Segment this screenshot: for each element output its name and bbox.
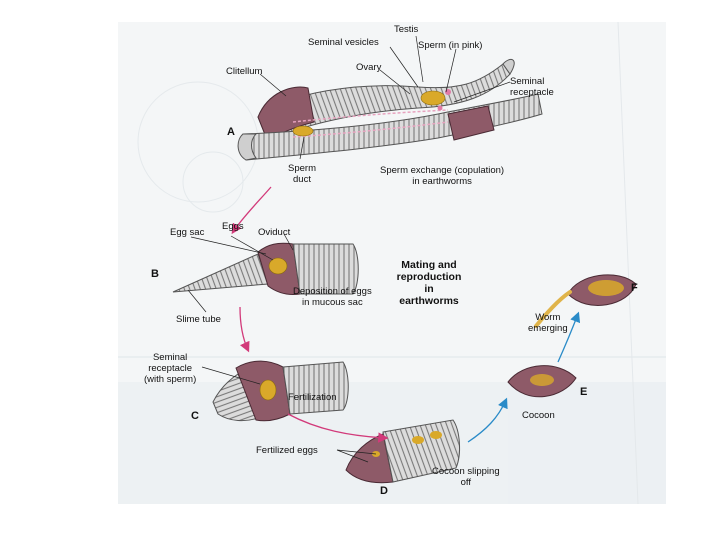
label-fertilization: Fertilization (288, 392, 337, 403)
panel-label-e: E (580, 386, 588, 398)
label-ovary: Ovary (356, 62, 382, 73)
label-clitellum: Clitellum (226, 66, 263, 77)
worm-a-lower (237, 89, 543, 161)
worm-b (172, 242, 359, 295)
label-seminal-receptacle-c: Seminal receptacle (with sperm) (144, 352, 197, 385)
panel-label-c: C (191, 410, 199, 422)
worm-d (345, 419, 461, 484)
panel-label-a: A (227, 126, 235, 138)
cocoon-e (507, 365, 577, 398)
panel-label-d: D (380, 485, 388, 497)
label-cocoon-slipping-off: Cocoon slipping off (432, 466, 500, 488)
label-testis: Testis (394, 24, 419, 35)
label-seminal-vesicles: Seminal vesicles (308, 37, 379, 48)
panel-label-b: B (151, 268, 159, 280)
label-fertilized-eggs: Fertilized eggs (256, 445, 318, 456)
label-sperm-exchange: Sperm exchange (copulation) in earthworm… (380, 165, 505, 187)
leader-lines (187, 35, 511, 463)
label-eggs: Eggs (222, 221, 244, 232)
textbook-scan: A B C D E F Mating and reproduction in e… (118, 22, 666, 504)
label-sperm-duct: Sperm duct (288, 163, 316, 185)
worm-a-upper (257, 58, 515, 143)
worm-c (212, 360, 349, 422)
label-cocoon: Cocoon (522, 410, 555, 421)
diagram-title: Mating and reproduction in earthworms (396, 259, 462, 307)
label-slime-tube: Slime tube (176, 314, 221, 325)
cocoon-f (534, 274, 637, 328)
label-egg-sac: Egg sac (170, 227, 205, 238)
label-deposition-of-eggs: Deposition of eggs in mucous sac (293, 286, 372, 308)
earthworm-reproduction-diagram (118, 22, 666, 504)
label-seminal-receptacle-a: Seminal receptacle (510, 76, 554, 98)
flow-arrows (231, 186, 581, 443)
label-sperm-in-pink: Sperm (in pink) (418, 40, 483, 51)
label-oviduct: Oviduct (258, 227, 291, 238)
label-worm-emerging: Worm emerging (528, 312, 568, 334)
panel-label-f: F (631, 282, 638, 294)
